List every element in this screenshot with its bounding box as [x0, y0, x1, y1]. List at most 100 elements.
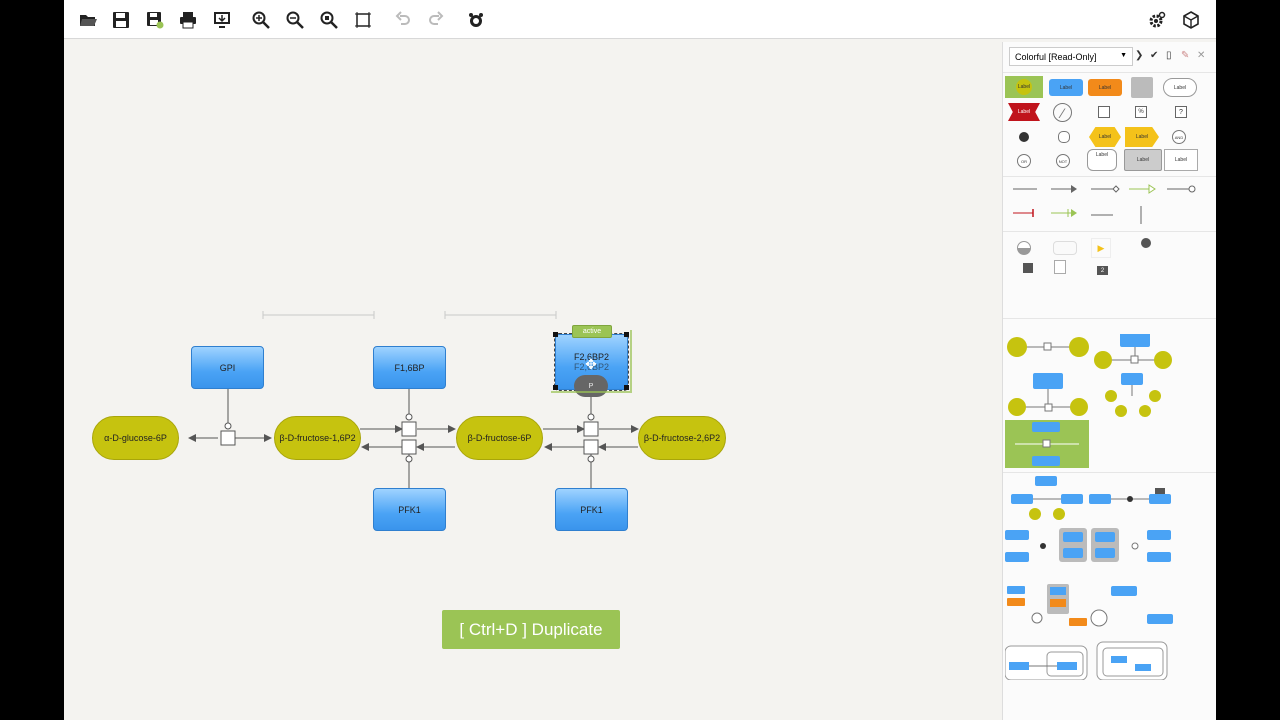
zoom-fit-icon[interactable] [318, 9, 340, 31]
unit-of-information-tag[interactable]: active [572, 325, 612, 338]
diagram-canvas[interactable]: α-D-glucose-6P β-D-fructose-1,6P2 β-D-fr… [64, 39, 1002, 720]
undo-icon[interactable] [392, 9, 414, 31]
arc-glyphs-hit[interactable] [1003, 180, 1216, 228]
node-label: F1,6BP [394, 362, 425, 373]
bug-icon[interactable] [465, 9, 487, 31]
glyph-tag-hexagon[interactable]: Label [1089, 127, 1121, 147]
glyph-text: Label [1135, 134, 1149, 140]
edge-layer [188, 311, 639, 488]
process-square-icon [1098, 106, 1110, 118]
glyph-clone-marker[interactable] [1054, 260, 1066, 274]
zoom-out-icon[interactable] [284, 9, 306, 31]
glyph-text-box[interactable]: Label [1164, 149, 1198, 171]
glyph-phenotype[interactable]: Label [1008, 103, 1040, 121]
save-icon[interactable] [110, 9, 132, 31]
app-window: α-D-glucose-6P β-D-fructose-1,6P2 β-D-fr… [64, 0, 1216, 720]
resize-handle[interactable] [553, 332, 558, 337]
glyph-and[interactable]: AND [1172, 130, 1186, 144]
style-select[interactable]: Colorful [Read-Only] ▼ [1009, 47, 1133, 66]
glyph-square[interactable] [1023, 263, 1033, 273]
paint-icon[interactable]: ✎ [1181, 50, 1190, 61]
glyph-process[interactable] [1092, 106, 1116, 118]
glyph-or[interactable]: OR [1017, 154, 1031, 168]
glyph-association[interactable] [1013, 130, 1035, 144]
glyph-tag-small[interactable]: ▶ [1091, 238, 1111, 258]
resize-handle[interactable] [624, 385, 629, 390]
cube-icon[interactable] [1180, 9, 1202, 31]
dissociation-ring-icon [1058, 131, 1070, 143]
tag-label: active [582, 328, 602, 335]
export-icon[interactable] [211, 9, 233, 31]
glyph-text: AND [1174, 134, 1184, 140]
glyph-text: Label [1095, 152, 1109, 158]
check-icon[interactable]: ✔ [1150, 50, 1159, 61]
node-gpi[interactable]: GPI [191, 346, 264, 389]
glyph-tag-arrow[interactable]: Label [1125, 127, 1159, 147]
node-label: F2,6BP2 [573, 352, 610, 362]
glyph-complex[interactable] [1131, 77, 1153, 98]
divider [1003, 231, 1216, 232]
glyph-text: 2 [1100, 267, 1105, 274]
resize-handle[interactable] [553, 385, 558, 390]
glyph-not[interactable]: NOT [1056, 154, 1070, 168]
glyph-text: Label [1017, 109, 1031, 115]
style-select-value: Colorful [Read-Only] [1015, 51, 1097, 62]
omitted-process-symbol: % [1135, 106, 1147, 118]
node-pfk1-a[interactable]: PFK1 [373, 488, 446, 531]
glyph-compartment[interactable]: Label [1005, 76, 1043, 98]
redo-icon[interactable] [425, 9, 447, 31]
glyph-state-variable[interactable] [1017, 241, 1031, 255]
node-label: GPI [219, 362, 236, 373]
palette-panel: Colorful [Read-Only] ▼ ❯ ✔ ▯ ✎ ✕ Label L… [1002, 42, 1216, 720]
node-alpha-glucose-6p[interactable]: α-D-glucose-6P [92, 416, 179, 460]
arc-glyphs [1013, 184, 1196, 224]
glyph-submap[interactable]: Label [1124, 149, 1162, 171]
selection-box [551, 330, 632, 393]
glyph-text: Label [1136, 157, 1150, 163]
node-label: PFK1 [398, 504, 421, 515]
template-previews[interactable] [1005, 334, 1215, 470]
zoom-in-icon[interactable] [250, 9, 272, 31]
chevron-down-icon: ▼ [1120, 52, 1127, 59]
glyph-text: OR [1021, 158, 1027, 164]
shortcut-hint-text: [ Ctrl+D ] Duplicate [459, 619, 603, 639]
node-label: β-D-fructose-2,6P2 [643, 433, 721, 443]
shortcut-hint: [ Ctrl+D ] Duplicate [442, 610, 620, 649]
open-folder-icon[interactable] [77, 9, 99, 31]
uncertain-process-symbol: ? [1175, 106, 1187, 118]
glyph-text: Label [1017, 84, 1031, 90]
glyph-omitted-process[interactable]: % [1129, 106, 1153, 118]
resize-handle[interactable] [624, 332, 629, 337]
glyph-dissociation[interactable] [1053, 130, 1075, 144]
glyph-nucleic-acid[interactable]: Label [1088, 79, 1122, 96]
divider [1003, 72, 1216, 73]
glyph-macromolecule[interactable]: Label [1049, 79, 1083, 96]
glyph-empty-macro[interactable] [1053, 241, 1077, 255]
state-label: P [588, 382, 594, 390]
glyph-perturbing-agent[interactable]: Label [1163, 78, 1197, 97]
node-fructose-6p[interactable]: β-D-fructose-6P [456, 416, 543, 460]
node-fructose-26p2[interactable]: β-D-fructose-2,6P2 [638, 416, 726, 460]
glyph-text: Label [1059, 84, 1073, 91]
glyph-text: NOT [1058, 158, 1068, 164]
divider [1003, 176, 1216, 177]
node-f16bp[interactable]: F1,6BP [373, 346, 446, 389]
document-icon[interactable]: ▯ [1166, 50, 1172, 61]
close-icon[interactable]: ✕ [1197, 50, 1206, 61]
glyph-compartment-outline[interactable]: Label [1087, 149, 1117, 171]
chevron-right-icon[interactable]: ❯ [1135, 50, 1144, 61]
fit-page-icon[interactable] [352, 9, 374, 31]
node-label: β-D-fructose-6P [467, 433, 532, 443]
save-as-icon[interactable] [144, 9, 166, 31]
source-sink-icon[interactable]: ⁄ [1053, 103, 1072, 122]
node-pfk1-b[interactable]: PFK1 [555, 488, 628, 531]
glyph-uncertain-process[interactable]: ? [1169, 106, 1193, 118]
node-fructose-16p2[interactable]: β-D-fructose-1,6P2 [274, 416, 361, 460]
glyph-text: Label [1173, 84, 1187, 91]
glyph-dot[interactable] [1141, 238, 1151, 248]
print-icon[interactable] [177, 9, 199, 31]
template-previews-more[interactable] [1005, 476, 1215, 680]
glyph-cardinality[interactable]: 2 [1097, 266, 1108, 275]
node-label: PFK1 [580, 504, 603, 515]
settings-icon[interactable] [1146, 9, 1168, 31]
